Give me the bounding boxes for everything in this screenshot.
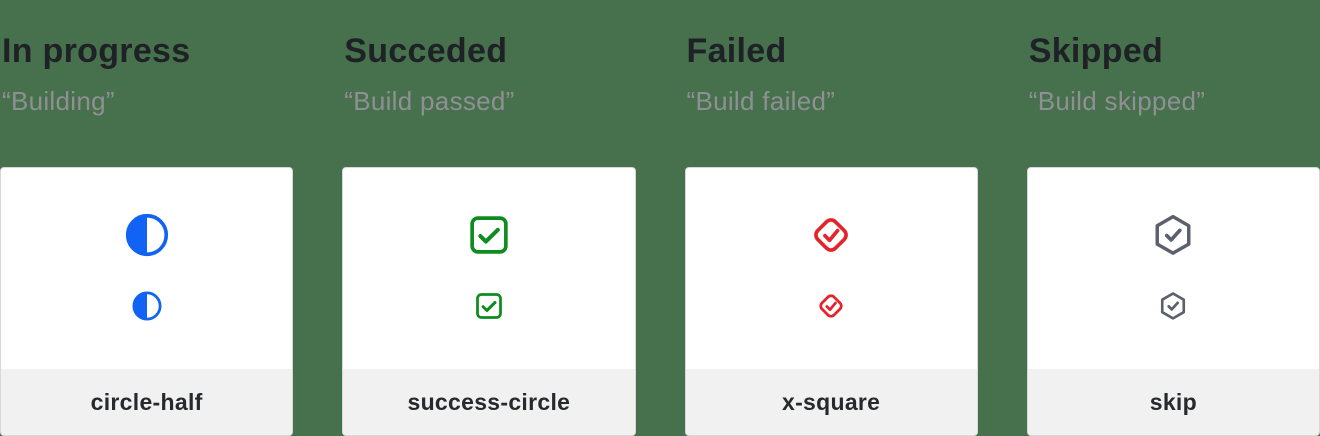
- column-subtitle: “Build passed”: [344, 85, 515, 116]
- check-diamond-icon: [814, 218, 849, 252]
- check-square-icon: [475, 293, 502, 319]
- column-subtitle: “Build skipped”: [1028, 85, 1206, 116]
- icon-name-label: skip: [1027, 369, 1319, 435]
- icon-name-label: circle-half: [1, 369, 293, 435]
- column-header: Failed “Build failed”: [685, 0, 978, 167]
- circle-half-icon: [132, 291, 162, 321]
- column-title: Skipped: [1028, 32, 1164, 70]
- check-hexagon-icon: [1161, 292, 1186, 320]
- column-header: Succeded “Build passed”: [342, 0, 635, 167]
- column-title: In progress: [2, 32, 191, 70]
- column-succeded: Succeded “Build passed” success-circle: [342, 0, 636, 436]
- icon-card: circle-half: [0, 167, 294, 436]
- column-subtitle: “Building”: [2, 85, 115, 116]
- check-square-icon: [470, 216, 508, 254]
- icon-card: success-circle: [342, 167, 636, 436]
- icon-name-label: x-square: [685, 369, 977, 435]
- column-failed: Failed “Build failed” x-square: [684, 0, 978, 436]
- column-in-progress: In progress “Building” circle-half: [0, 0, 294, 436]
- check-diamond-icon: [819, 294, 843, 318]
- card-body: [686, 168, 977, 369]
- card-body: [1, 168, 292, 369]
- column-subtitle: “Build failed”: [686, 85, 836, 116]
- icon-card: skip: [1026, 167, 1320, 436]
- icon-card: x-square: [684, 167, 978, 436]
- column-header: Skipped “Build skipped”: [1027, 0, 1320, 167]
- column-header: In progress “Building”: [0, 0, 293, 167]
- icon-name-label: success-circle: [343, 369, 635, 435]
- column-title: Succeded: [344, 32, 508, 70]
- card-body: [343, 168, 634, 369]
- check-hexagon-icon: [1155, 214, 1191, 255]
- card-body: [1028, 168, 1319, 369]
- column-title: Failed: [686, 32, 787, 70]
- column-skipped: Skipped “Build skipped” skip: [1026, 0, 1320, 436]
- circle-half-icon: [125, 213, 168, 257]
